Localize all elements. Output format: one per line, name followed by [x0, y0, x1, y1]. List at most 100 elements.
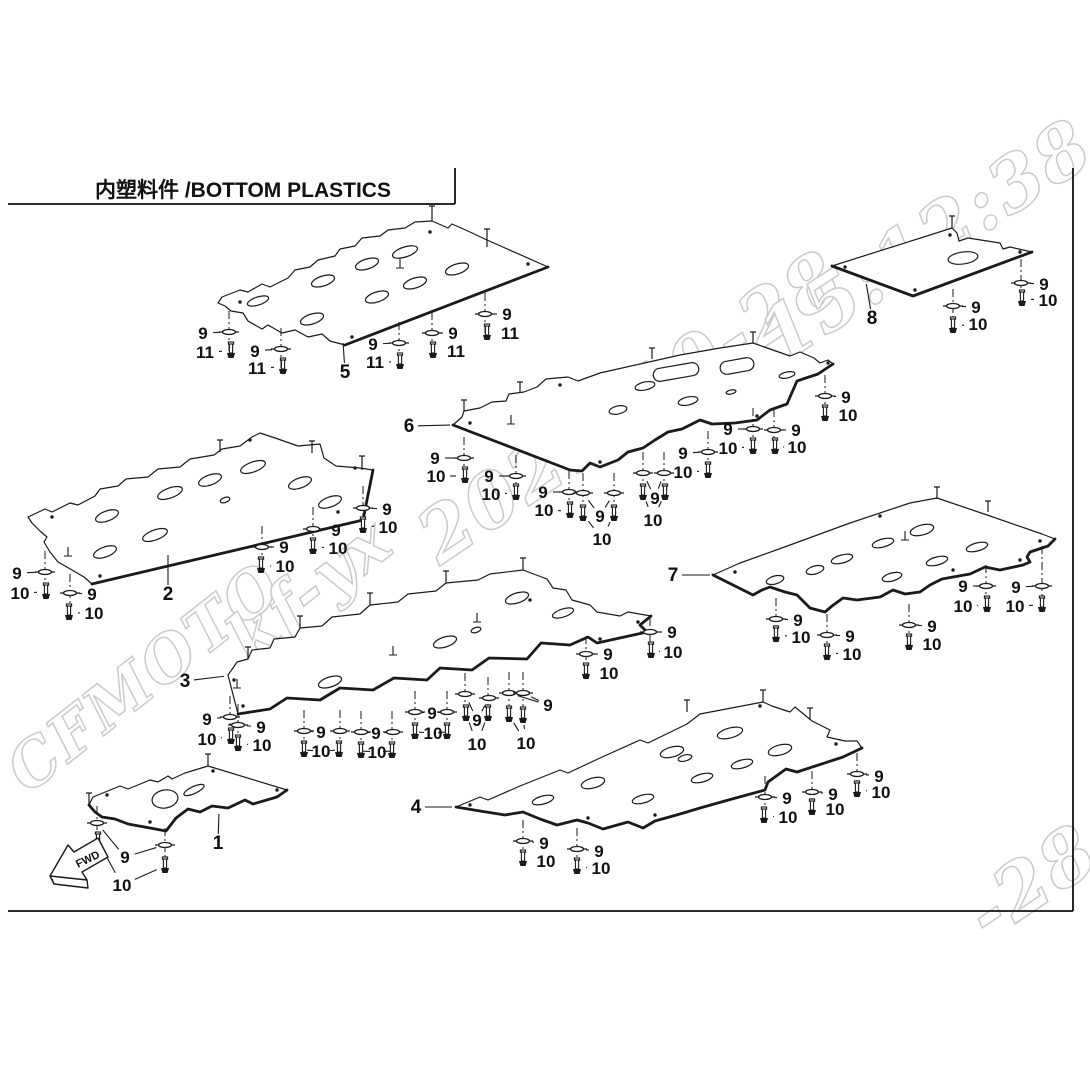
callout-leader [134, 869, 157, 880]
callout-label-9: 9 [595, 507, 604, 526]
pin-marker [649, 347, 655, 359]
callout-label-10: 10 [482, 485, 501, 504]
callout-label-10: 10 [517, 734, 536, 753]
screw-head [519, 861, 527, 866]
washer-icon [654, 469, 674, 477]
panel-number-4: 4 [411, 797, 422, 818]
panel-number-2: 2 [163, 584, 174, 605]
screw-shaft [906, 635, 912, 646]
rivet-dot [733, 570, 737, 574]
screw-head [821, 416, 829, 421]
panel-hole [659, 745, 685, 759]
screw-head [335, 752, 343, 757]
screw-shaft [412, 724, 418, 735]
washer-icon [633, 469, 653, 477]
panel-8-edge [830, 250, 1034, 298]
washer-body [37, 568, 53, 576]
panel-number-3: 3 [180, 671, 191, 692]
screw-icon [579, 504, 587, 521]
pin-marker [807, 707, 813, 720]
callout-leader [468, 701, 474, 712]
washer-body [481, 694, 497, 702]
washer-icon [330, 727, 350, 735]
screw-icon [42, 582, 50, 599]
screw-icon [1038, 595, 1046, 612]
screw-shaft [430, 343, 436, 354]
callout-label-10: 10 [779, 808, 798, 827]
panel-4-outline [455, 701, 863, 830]
callout-label-9: 9 [723, 420, 732, 439]
screw-icon [429, 341, 437, 358]
panel-hole [881, 571, 903, 583]
screw-head [949, 328, 957, 333]
panel-hole [94, 509, 120, 523]
screw-head [65, 615, 73, 620]
screw-shaft [485, 706, 491, 717]
panel-hole [142, 527, 168, 543]
callout-label-10: 10 [954, 597, 973, 616]
screw-head [309, 549, 317, 554]
panel-slot [652, 362, 700, 382]
screw-head [388, 753, 396, 758]
washer-body [457, 690, 473, 698]
callout-label-9: 9 [667, 623, 676, 642]
screw-shaft [463, 706, 469, 717]
callout-label-10: 10 [592, 859, 611, 878]
screw-icon [161, 856, 169, 873]
screw-icon [771, 437, 779, 454]
screw-icon [462, 704, 470, 721]
screw-head [462, 716, 470, 721]
washer-icon [899, 621, 919, 629]
rivet-dot [98, 574, 102, 578]
callout-label-10: 10 [11, 584, 30, 603]
washer-icon [383, 728, 403, 736]
rivet-dot [913, 288, 917, 292]
page-title: 内塑料件 /BOTTOM PLASTICS [95, 178, 391, 202]
pin-marker [985, 500, 991, 512]
screw-icon [566, 501, 574, 518]
callout-leader [468, 722, 473, 732]
fwd-arrow-icon [49, 837, 109, 889]
panel-3-edge [236, 614, 653, 716]
screw-head [749, 449, 757, 454]
panel-hole [402, 276, 428, 290]
washer-body [254, 543, 270, 551]
panel-hole [197, 473, 223, 487]
screw-shaft [583, 664, 589, 675]
screw-head [483, 335, 491, 340]
screw-head [704, 473, 712, 478]
rivet-dot [428, 230, 432, 234]
screw-head [771, 449, 779, 454]
position-marker [389, 646, 397, 656]
washer-icon [567, 845, 587, 853]
pin-marker [484, 228, 490, 247]
rivet-dot [275, 788, 279, 792]
callout-leader [645, 501, 649, 508]
rivet-dot [211, 769, 215, 773]
washer-body [407, 708, 423, 716]
washer-body [157, 841, 173, 849]
screw-icon [949, 316, 957, 333]
panel-hole [219, 496, 231, 504]
callout-leader [604, 500, 610, 508]
washer-icon [455, 690, 475, 698]
washer-body [1013, 279, 1029, 287]
callout-label-10: 10 [826, 800, 845, 819]
callout-label-9: 9 [368, 335, 377, 354]
callout-label-11: 11 [196, 343, 214, 362]
screw-shaft [648, 643, 654, 654]
callout-label-9: 9 [256, 718, 265, 737]
panel-hole [677, 753, 693, 763]
pin-marker [949, 215, 955, 228]
rivet-dot [758, 704, 762, 708]
screw-shaft [854, 782, 860, 793]
washer-body [945, 302, 961, 310]
screw-icon [357, 741, 365, 758]
panel-hole [716, 726, 744, 740]
screw-head [300, 752, 308, 757]
washer-icon [389, 339, 409, 347]
panel-hole [287, 476, 313, 490]
washer-body [355, 504, 371, 512]
